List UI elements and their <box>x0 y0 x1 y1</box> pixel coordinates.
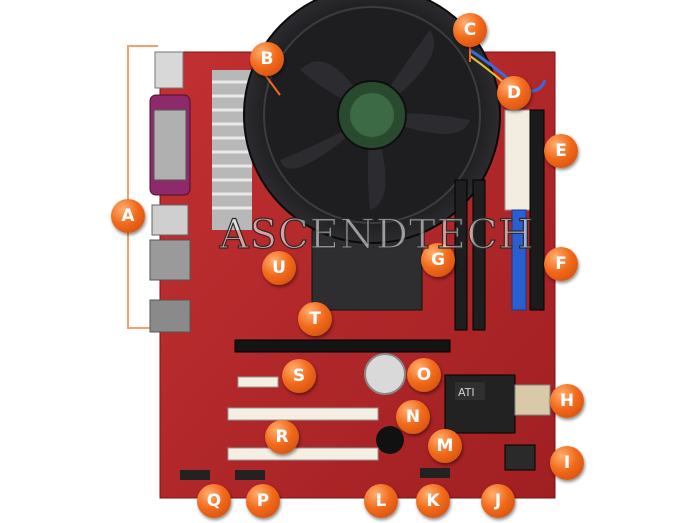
serial-port <box>153 109 187 181</box>
ide-connector-1 <box>511 209 527 311</box>
atx-power-connector <box>504 109 534 211</box>
ide-connector-2 <box>529 109 545 311</box>
callout-h: H <box>550 384 584 418</box>
callout-i: I <box>550 446 584 480</box>
ati-chip-label: ATI <box>458 386 475 399</box>
cpu-fan <box>243 0 501 244</box>
callout-j: J <box>481 484 515 518</box>
callout-l: L <box>364 484 398 518</box>
callout-a: A <box>111 199 145 233</box>
ps2-port <box>154 51 184 89</box>
pcie-x16-slot <box>234 339 451 353</box>
callout-t: T <box>298 302 332 336</box>
pci-slot-1 <box>227 407 379 421</box>
dimm-slot-1 <box>454 179 468 331</box>
callout-o: O <box>407 358 441 392</box>
callout-u: U <box>262 251 296 285</box>
io-bracket <box>127 45 158 329</box>
buzzer <box>376 426 404 454</box>
callout-s: S <box>282 359 316 393</box>
callout-r: R <box>265 420 299 454</box>
pci-slot-2 <box>227 447 379 461</box>
callout-b: B <box>250 42 284 76</box>
cmos-battery <box>364 353 406 395</box>
callout-e: E <box>544 134 578 168</box>
sata-connectors <box>514 384 551 416</box>
callout-d: D <box>497 76 531 110</box>
bios-chip <box>504 444 536 471</box>
pcie-x1-slot <box>237 376 279 388</box>
callout-q: Q <box>197 484 231 518</box>
header-pins-audio <box>180 470 210 480</box>
callout-f: F <box>544 247 578 281</box>
callout-m: M <box>428 429 462 463</box>
callout-p: P <box>246 484 280 518</box>
callout-n: N <box>396 400 430 434</box>
lan-usb-port <box>149 239 191 281</box>
vga-port <box>151 204 189 236</box>
header-pins-front <box>420 468 450 478</box>
audio-port <box>149 299 191 333</box>
ati-chip: ATI <box>444 374 516 434</box>
callout-g: G <box>421 243 455 277</box>
header-pins-usb <box>235 470 265 480</box>
callout-c: C <box>453 13 487 47</box>
dimm-slot-2 <box>472 179 486 331</box>
callout-k: K <box>416 484 450 518</box>
